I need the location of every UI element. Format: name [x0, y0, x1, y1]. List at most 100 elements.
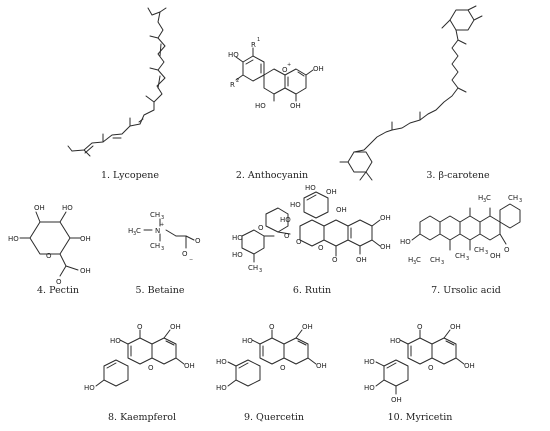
rutin-ho-h: HO [232, 234, 243, 242]
anthocyanin-oh-mid-label: HO [255, 102, 266, 110]
ursolic-h3c2-h: H [408, 256, 413, 264]
caption-ursolic-acid: 7. Ursolic acid [431, 285, 501, 296]
pectin-o-acid: O [56, 278, 62, 286]
rutin-o1: O [258, 224, 264, 232]
myricetin-oh3: OH [464, 362, 475, 370]
rutin-o2: O [284, 232, 290, 240]
lycopene-structure: 1. Lycopene [67, 7, 167, 181]
myricetin-ho4-bond [375, 361, 385, 367]
quercetin-dbl2 [297, 340, 307, 346]
quercetin-structure: O OH HO O OH HO HO 9. Quercetin [216, 323, 327, 423]
ursolic-ring-d [479, 215, 501, 241]
quercetin-ho2-bond [251, 339, 261, 345]
rutin-o5: O [318, 244, 324, 252]
caption-kaempferol: 8. Kaempferol [108, 412, 176, 423]
kaempferol-dbl3 [106, 362, 117, 369]
ursolic-oh: OH [490, 252, 501, 260]
ursolic-acid-bond [499, 233, 507, 245]
myricetin-ho5: HO [364, 384, 375, 392]
lycopene-branch-8 [67, 145, 73, 152]
pectin-acid-bond [59, 253, 67, 267]
carotene-me3 [441, 19, 451, 29]
kaempferol-oh1-bond [163, 329, 171, 339]
quercetin-oh3: OH [316, 362, 327, 370]
kaempferol-oh1: OH [170, 323, 181, 331]
lycopene-double-bonds-5 [84, 145, 94, 154]
caption-pectin: 4. Pectin [37, 285, 79, 296]
kaempferol-a-ring [151, 337, 177, 365]
anthocyanin-b-dbl1 [245, 59, 254, 65]
rutin-oh-g: OH [356, 256, 367, 264]
lycopene-double-bonds-2 [157, 75, 161, 89]
kaempferol-b-ring [103, 359, 129, 387]
betaine-ch3-bot: CH [150, 242, 160, 250]
myricetin-oh1: OH [450, 323, 461, 331]
caption-beta-carotene: 3. β-carotene [426, 170, 490, 181]
rutin-oh-f: OH [380, 214, 391, 222]
anthocyanin-oh-right-bond [305, 69, 314, 76]
rutin-catechol [303, 191, 329, 219]
lycopene-branch-7 [83, 149, 91, 157]
lycopene-branch-2 [149, 35, 159, 39]
myricetin-ho5-bond [375, 379, 385, 387]
myricetin-structure: O OH HO O OH HO HO OH 10. Myricetin [364, 323, 475, 423]
lycopene-branch-1 [159, 7, 167, 13]
kaempferol-structure: O OH HO O OH HO 8. Kaempferol [84, 323, 195, 423]
betaine-ch3-top: CH [150, 211, 160, 219]
lycopene-double-bonds-3 [138, 118, 144, 123]
ursolic-h3c1-c: C [486, 194, 491, 202]
anthocyanin-r2-label: R [230, 81, 235, 89]
betaine-h3c-c: C [136, 227, 141, 235]
anthocyanin-a-ring [284, 68, 307, 95]
pectin-oh1: OH [34, 204, 45, 212]
ursolic-ring-a [419, 215, 441, 241]
ursolic-o: O [504, 246, 510, 254]
rutin-oh-j: OH [380, 243, 391, 251]
carotene-me5 [457, 87, 467, 93]
anthocyanin-oh-bottom-label: OH [290, 102, 301, 110]
caption-rutin: 6. Rutin [293, 285, 331, 296]
caption-betaine: 5. Betaine [136, 285, 185, 296]
carotene-ring-top [449, 9, 475, 31]
lycopene-branch-4 [145, 95, 155, 103]
carotene-ring-bottom [347, 151, 373, 173]
pectin-ho2: HO [62, 204, 73, 212]
pectin-oh3: OH [80, 235, 91, 243]
betaine-bond-codbl [185, 235, 195, 241]
kaempferol-oh3-bond [175, 357, 185, 365]
myricetin-ho2: HO [390, 337, 401, 345]
kaempferol-o-ring: O [148, 364, 154, 372]
rutin-ho-a: HO [305, 184, 316, 192]
rutin-link2 [277, 231, 291, 235]
carotene-me10 [359, 171, 367, 181]
ursolic-ring-b [439, 215, 461, 241]
quercetin-o-top: O [269, 323, 275, 331]
rutin-o4: O [332, 256, 338, 264]
betaine-ch3-top-sub: 3 [161, 215, 164, 221]
rutin-oh-d: OH [336, 206, 347, 214]
rutin-oh-b: OH [326, 188, 337, 196]
quercetin-a-ring [283, 337, 309, 365]
myricetin-oh3-bond [455, 357, 465, 365]
quercetin-oh3-bond [307, 357, 317, 365]
myricetin-dbl2 [445, 340, 455, 346]
kaempferol-ho4-bond [95, 379, 105, 387]
anthocyanin-plus-label: + [287, 62, 291, 68]
pectin-structure: OH HO OH HO O O OH 4. Pectin [8, 204, 91, 296]
rutin-b-ring [347, 219, 373, 247]
ursolic-ch3-1: CH [508, 194, 518, 202]
anthocyanin-oh-bond [235, 56, 244, 63]
betaine-minus: − [189, 257, 193, 263]
pectin-coh [65, 265, 79, 271]
quercetin-b-ring [235, 359, 261, 387]
myricetin-ho2-bond [399, 339, 409, 345]
pectin-o-ring: O [46, 252, 52, 260]
anthocyanin-ho-label: HO [228, 51, 239, 59]
rutin-ch3-sub: 3 [259, 268, 262, 274]
pectin-ho4: HO [8, 235, 19, 243]
caption-quercetin: 9. Quercetin [244, 412, 304, 423]
anthocyanin-a-dbl2 [297, 71, 305, 77]
beta-carotene-structure: 3. β-carotene [339, 5, 490, 181]
caption-lycopene: 1. Lycopene [101, 170, 159, 181]
